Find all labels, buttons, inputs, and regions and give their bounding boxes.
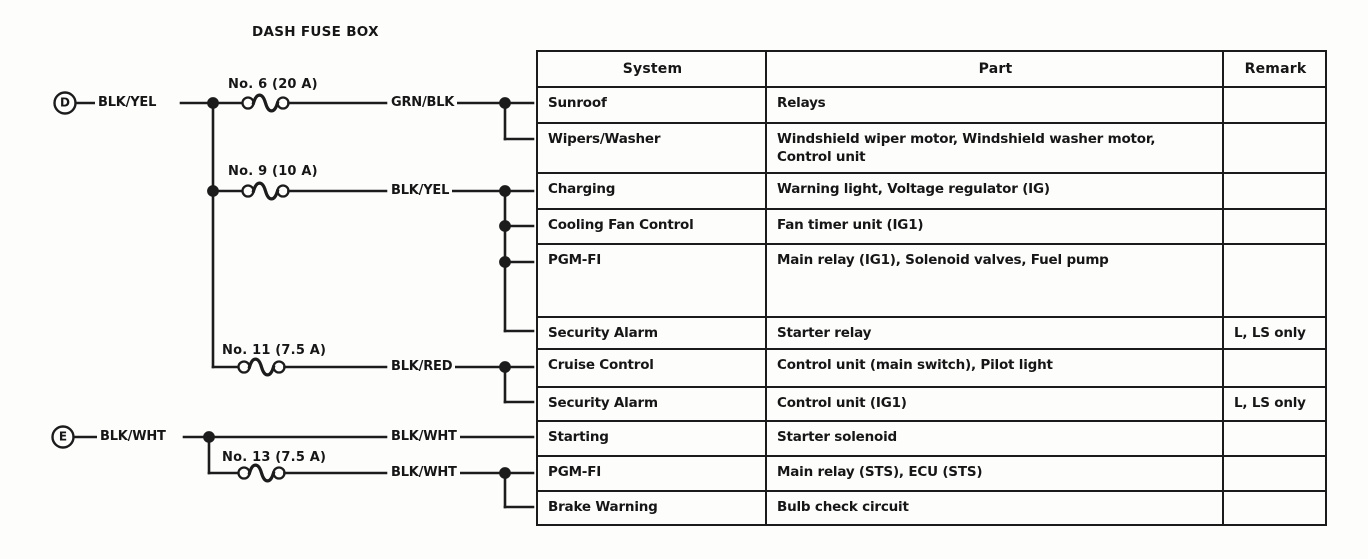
connector-d-label: D [60, 95, 70, 110]
table-row: Security Alarm Starter relay L, LS only [536, 316, 1327, 350]
table-row: PGM-FI Main relay (IG1), Solenoid valves… [536, 243, 1327, 318]
table-row: Security Alarm Control unit (IG1) L, LS … [536, 386, 1327, 422]
wire-label-blk-wht-2: BLK/WHT [388, 429, 460, 445]
fuse-9-label: No. 9 (10 A) [228, 164, 318, 179]
table-row: Brake Warning Bulb check circuit [536, 490, 1327, 526]
cell-remark [1222, 243, 1327, 318]
cell-part: Control unit (IG1) [765, 386, 1224, 422]
cell-part: Main relay (IG1), Solenoid valves, Fuel … [765, 243, 1224, 318]
connector-e-label: E [58, 429, 68, 444]
cell-remark [1222, 455, 1327, 492]
cell-part: Main relay (STS), ECU (STS) [765, 455, 1224, 492]
cell-part: Fan timer unit (IG1) [765, 208, 1224, 245]
cell-part: Windshield wiper motor, Windshield washe… [765, 122, 1224, 174]
table-header-row: System Part Remark [536, 50, 1327, 88]
cell-part: Relays [765, 86, 1224, 124]
table-row: PGM-FI Main relay (STS), ECU (STS) [536, 455, 1327, 492]
wire-label-blk-red: BLK/RED [388, 359, 456, 375]
cell-remark [1222, 420, 1327, 457]
table-row: Starting Starter solenoid [536, 420, 1327, 457]
table-row: Cooling Fan Control Fan timer unit (IG1) [536, 208, 1327, 245]
table-row: Cruise Control Control unit (main switch… [536, 348, 1327, 388]
cell-system: Wipers/Washer [536, 122, 767, 174]
page-title: DASH FUSE BOX [252, 24, 379, 40]
header-remark: Remark [1222, 50, 1327, 88]
fuse-6-label: No. 6 (20 A) [228, 77, 318, 92]
wire-label-blk-yel: BLK/YEL [95, 95, 160, 111]
fuse-system-table: System Part Remark Sunroof Relays Wipers… [536, 50, 1327, 526]
wire-label-blk-wht-3: BLK/WHT [388, 465, 460, 481]
cell-remark [1222, 208, 1327, 245]
wire-label-grn-blk: GRN/BLK [388, 95, 458, 111]
fuse-11-label: No. 11 (7.5 A) [222, 343, 327, 358]
header-system: System [536, 50, 767, 88]
cell-system: Brake Warning [536, 490, 767, 526]
cell-system: Charging [536, 172, 767, 210]
cell-part: Bulb check circuit [765, 490, 1224, 526]
cell-system: Security Alarm [536, 386, 767, 422]
cell-remark [1222, 172, 1327, 210]
cell-part: Starter solenoid [765, 420, 1224, 457]
wire-label-blk-wht-e: BLK/WHT [97, 429, 169, 445]
cell-system: Security Alarm [536, 316, 767, 350]
cell-system: Cooling Fan Control [536, 208, 767, 245]
cell-part: Starter relay [765, 316, 1224, 350]
cell-system: Starting [536, 420, 767, 457]
cell-part: Control unit (main switch), Pilot light [765, 348, 1224, 388]
wire-label-blk-yel-2: BLK/YEL [388, 183, 453, 199]
cell-system: Cruise Control [536, 348, 767, 388]
fuse-13-label: No. 13 (7.5 A) [222, 450, 327, 465]
cell-remark [1222, 490, 1327, 526]
cell-remark [1222, 86, 1327, 124]
cell-system: PGM-FI [536, 243, 767, 318]
cell-remark [1222, 122, 1327, 174]
cell-part: Warning light, Voltage regulator (IG) [765, 172, 1224, 210]
cell-remark: L, LS only [1222, 316, 1327, 350]
cell-system: Sunroof [536, 86, 767, 124]
header-part: Part [765, 50, 1224, 88]
table-row: Sunroof Relays [536, 86, 1327, 124]
table-row: Wipers/Washer Windshield wiper motor, Wi… [536, 122, 1327, 174]
table-row: Charging Warning light, Voltage regulato… [536, 172, 1327, 210]
cell-system: PGM-FI [536, 455, 767, 492]
cell-remark: L, LS only [1222, 386, 1327, 422]
cell-remark [1222, 348, 1327, 388]
